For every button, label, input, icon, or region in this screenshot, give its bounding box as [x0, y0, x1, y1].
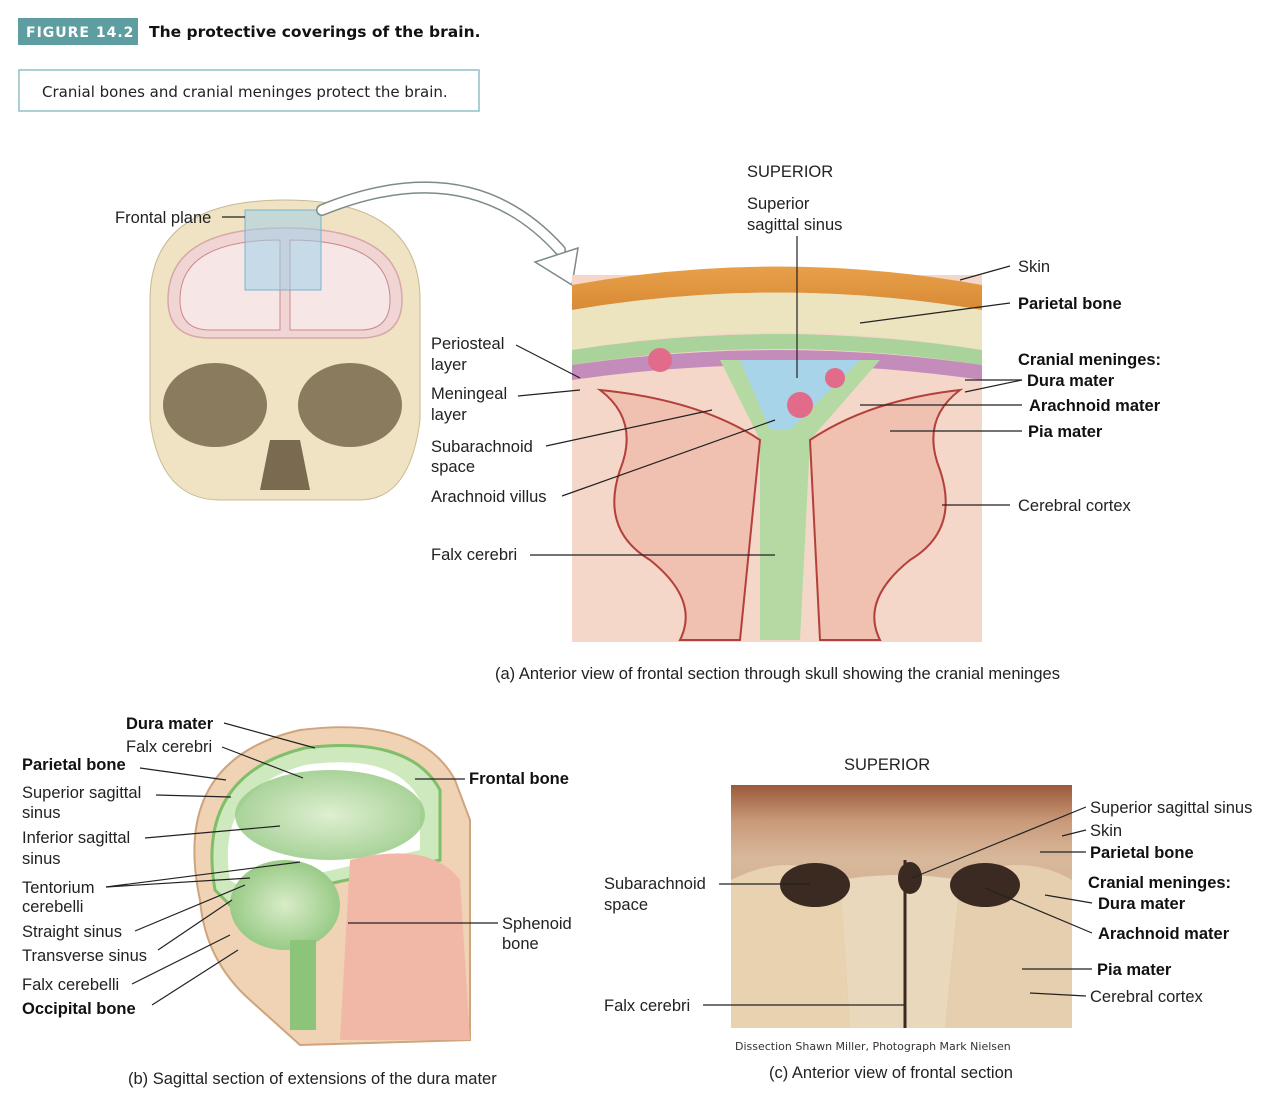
label-sphenoid-bone-1: Sphenoid — [502, 915, 572, 933]
label-superior-sagittal-sinus-b-2: sinus — [22, 804, 61, 822]
label-occipital-bone: Occipital bone — [22, 1000, 136, 1018]
meninges-section-illustration — [572, 266, 982, 642]
label-superior-sagittal-sinus-a-1: Superior — [747, 195, 810, 213]
caption-c: (c) Anterior view of frontal section — [769, 1064, 1013, 1082]
skull-illustration — [149, 199, 421, 501]
label-parietal-bone-c: Parietal bone — [1090, 844, 1194, 862]
figure-badge-bg — [18, 18, 138, 45]
figure-header: FIGURE 14.2 The protective coverings of … — [18, 18, 481, 112]
left-orbit — [163, 363, 267, 447]
label-sphenoid-bone-2: bone — [502, 935, 539, 953]
curved-arrow-icon — [316, 181, 579, 287]
label-cranial-meninges-a: Cranial meninges: — [1018, 351, 1161, 369]
label-skin-a: Skin — [1018, 258, 1050, 276]
label-meningeal-layer-1: Meningeal — [431, 385, 507, 403]
label-dura-mater-c: Dura mater — [1098, 895, 1186, 913]
summary-box — [18, 69, 480, 112]
label-inferior-sagittal-sinus-2: sinus — [22, 850, 61, 868]
label-superior-sagittal-sinus-a-2: sagittal sinus — [747, 216, 842, 234]
cerebellum-section — [230, 860, 340, 950]
label-skin-c: Skin — [1090, 822, 1122, 840]
label-cerebral-cortex-c: Cerebral cortex — [1090, 988, 1204, 1006]
label-meningeal-layer-2: layer — [431, 406, 467, 424]
label-superior-a: SUPERIOR — [747, 163, 833, 181]
label-parietal-bone-b: Parietal bone — [22, 756, 126, 774]
label-arachnoid-mater-c: Arachnoid mater — [1098, 925, 1230, 943]
label-periosteal-layer-1: Periosteal — [431, 335, 504, 353]
dissection-photo — [731, 785, 1072, 1028]
label-pia-mater-c: Pia mater — [1097, 961, 1172, 979]
label-cerebral-cortex-a: Cerebral cortex — [1018, 497, 1132, 515]
label-transverse-sinus: Transverse sinus — [22, 947, 147, 965]
label-subarachnoid-space-c-1: Subarachnoid — [604, 875, 706, 893]
label-tentorium-cerebelli-1: Tentorium — [22, 879, 94, 897]
label-subarachnoid-space-c-2: space — [604, 896, 648, 914]
label-frontal-bone: Frontal bone — [469, 770, 569, 788]
right-orbit — [298, 363, 402, 447]
label-dura-mater-b: Dura mater — [126, 715, 214, 733]
photo-credit: Dissection Shawn Miller, Photograph Mark… — [735, 1040, 1011, 1053]
summary-text: Cranial bones and cranial meninges prote… — [42, 83, 448, 101]
label-subarachnoid-space-a-2: space — [431, 458, 475, 476]
label-cranial-meninges-c: Cranial meninges: — [1088, 874, 1231, 892]
cerebrum-section — [235, 770, 425, 860]
label-falx-cerebri-a: Falx cerebri — [431, 546, 517, 564]
label-falx-cerebri-c: Falx cerebri — [604, 997, 690, 1015]
label-dura-mater-a: Dura mater — [1027, 372, 1115, 390]
label-straight-sinus: Straight sinus — [22, 923, 122, 941]
figure-title: The protective coverings of the brain. — [149, 23, 481, 41]
label-pia-mater-a: Pia mater — [1028, 423, 1103, 441]
label-superior-sagittal-sinus-b-1: Superior sagittal — [22, 784, 141, 802]
frontal-plane-marker — [244, 209, 322, 291]
label-falx-cerebri-b: Falx cerebri — [126, 738, 212, 756]
label-frontal-plane: Frontal plane — [115, 209, 211, 227]
sagittal-section-illustration — [193, 726, 471, 1047]
label-arachnoid-villus: Arachnoid villus — [431, 488, 547, 506]
label-inferior-sagittal-sinus-1: Inferior sagittal — [22, 829, 130, 847]
label-subarachnoid-space-a-1: Subarachnoid — [431, 438, 533, 456]
label-superior-sagittal-sinus-c: Superior sagittal sinus — [1090, 799, 1252, 817]
label-superior-c: SUPERIOR — [844, 756, 930, 774]
figure-badge: FIGURE 14.2 — [26, 25, 134, 41]
label-falx-cerebelli: Falx cerebelli — [22, 976, 119, 994]
label-periosteal-layer-2: layer — [431, 356, 467, 374]
caption-b: (b) Sagittal section of extensions of th… — [128, 1070, 497, 1088]
caption-a: (a) Anterior view of frontal section thr… — [495, 665, 1060, 683]
label-parietal-bone-a: Parietal bone — [1018, 295, 1122, 313]
label-arachnoid-mater-a: Arachnoid mater — [1029, 397, 1161, 415]
label-tentorium-cerebelli-2: cerebelli — [22, 898, 83, 916]
